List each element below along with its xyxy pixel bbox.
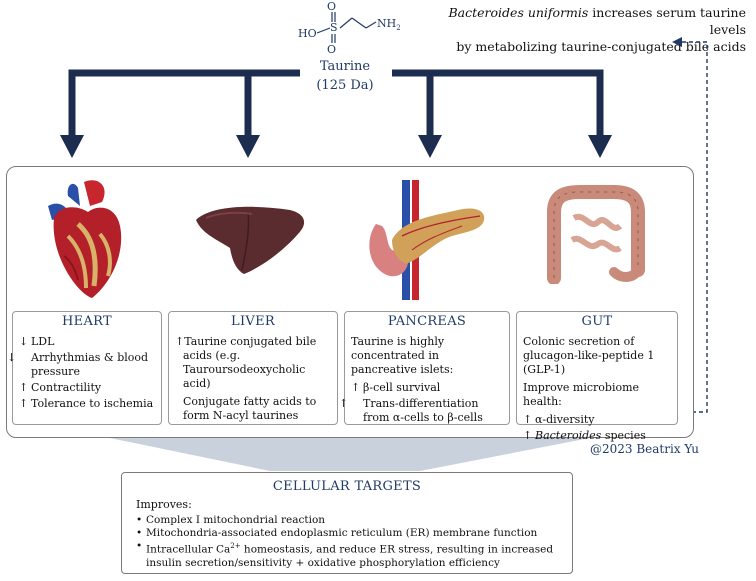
molecule-nh2-label: NH2 [377,17,401,32]
arrowhead-liver [236,135,260,158]
cellular-item-calcium: •Intracellular Ca2+ homeostasis, and red… [136,540,554,569]
arrowhead-gut [588,135,612,158]
right-branch-line [392,69,604,140]
molecule-o-top-label: O [327,0,336,13]
pancreas-intro: Taurine is highly concentrated in pancre… [351,335,454,376]
pancreas-box: PANCREAS Taurine is highly concentrated … [339,311,510,425]
bacteroides-species: Bacteroides uniformis [448,5,589,20]
gut-intro-microbiome: Improve microbiome health: [523,381,640,408]
cellular-item-complex-i: •Complex I mitochondrial reaction [136,514,326,526]
pancreas-icon [369,180,485,300]
arrowhead-pancreas [418,135,442,158]
pancreas-item-beta-cell: ↑β-cell survival [351,381,441,394]
liver-icon [196,206,305,274]
gut-intro-glp1: Colonic secretion of glucagon-like-pepti… [523,335,655,376]
gut-item-bacteroides: ↑Bacteroides species [523,429,646,442]
cellular-item-mam: •Mitochondria-associated endoplasmic ret… [136,527,538,539]
cellular-intro: Improves: [136,498,192,511]
taurine-mass: (125 Da) [316,78,374,93]
gut-box: GUT Colonic secretion of glucagon-like-p… [516,311,678,442]
bacteroides-line2: by metabolizing taurine-conjugated bile … [456,39,746,54]
liver-box: LIVER ↑Taurine conjugated bile acids (e.… [168,311,338,425]
bacteroides-line1: increases serum taurine levels [588,5,746,37]
molecule-s-label: S [330,21,338,34]
heart-title: HEART [62,314,112,329]
heart-icon [48,180,122,298]
molecule-ho-label: HO [298,27,317,40]
gut-title: GUT [581,314,613,329]
liver-title: LIVER [231,314,275,329]
heart-item-ischemia: ↑Tolerance to ischemia [19,397,154,410]
molecule-o-bottom-label: O [327,43,336,54]
cellular-title: CELLULAR TARGETS [272,479,422,494]
heart-item-arrhythmias: ↓Arrhythmias & blood pressure [7,351,149,378]
heart-item-contractility: ↑Contractility [19,381,102,394]
heart-item-ldl: ↓LDL [19,335,55,348]
pancreas-item-transdiff: ↑Trans-differentiation from α-cells to β… [339,397,483,424]
cellular-targets-box: CELLULAR TARGETS Improves: •Complex I mi… [121,472,573,574]
liver-item-fatty-acids: Conjugate fatty acids to form N-acyl tau… [183,395,317,422]
heart-box: HEART ↓LDL ↓Arrhythmias & blood pressure… [7,311,162,425]
copyright-text: @2023 Beatrix Yu [590,442,700,456]
left-branch-line [68,69,300,140]
bacteroides-note: Bacteroides uniformis increases serum ta… [410,4,746,55]
liver-item-bile-acids: ↑Taurine conjugated bile acids (e.g. Tau… [175,335,317,390]
arrowhead-heart [60,135,84,158]
taurine-name: Taurine [319,59,371,74]
gut-item-alpha-diversity: ↑α-diversity [523,413,595,426]
taurine-structure: HO S O O NH2 [298,0,401,54]
pancreas-title: PANCREAS [387,314,467,329]
intestine-icon [547,185,645,284]
